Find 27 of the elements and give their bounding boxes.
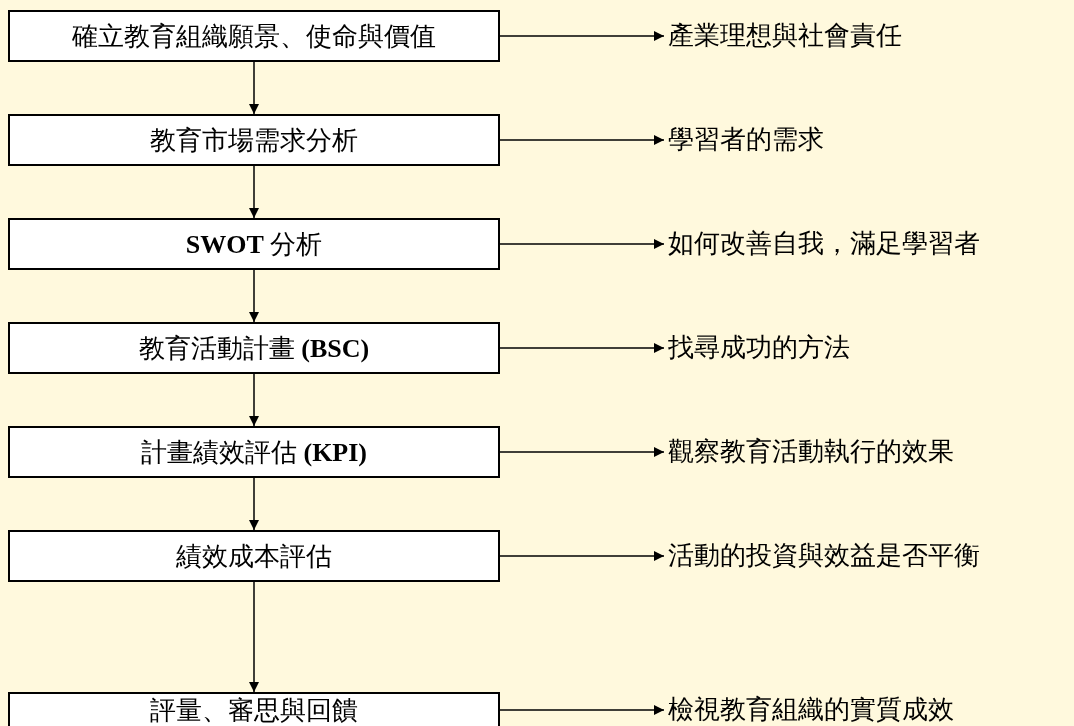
arrow <box>249 269 259 323</box>
arrow <box>499 343 665 353</box>
note-text: 活動的投資與效益是否平衡 <box>668 541 980 571</box>
note-text: 找尋成功的方法 <box>668 333 850 363</box>
process-box: 績效成本評估 <box>8 530 500 582</box>
process-box: 確立教育組織願景、使命與價值 <box>8 10 500 62</box>
note-text: 學習者的需求 <box>668 125 824 155</box>
process-box: 計畫績效評估 (KPI) <box>8 426 500 478</box>
arrow <box>499 551 665 561</box>
arrow <box>499 135 665 145</box>
process-box: 教育市場需求分析 <box>8 114 500 166</box>
arrow <box>249 477 259 531</box>
arrow <box>499 31 665 41</box>
note-text: 如何改善自我，滿足學習者 <box>668 229 980 259</box>
arrow <box>499 705 665 715</box>
process-box: 教育活動計畫 (BSC) <box>8 322 500 374</box>
arrow <box>499 239 665 249</box>
arrow <box>249 165 259 219</box>
note-text: 觀察教育活動執行的效果 <box>668 437 954 467</box>
process-box: 評量、審思與回饋 <box>8 692 500 726</box>
arrow <box>499 447 665 457</box>
process-box: SWOT 分析 <box>8 218 500 270</box>
arrow <box>249 373 259 427</box>
note-text: 產業理想與社會責任 <box>668 21 902 51</box>
arrow <box>249 61 259 115</box>
note-text: 檢視教育組織的實質成效 <box>668 695 954 725</box>
arrow <box>249 581 259 693</box>
